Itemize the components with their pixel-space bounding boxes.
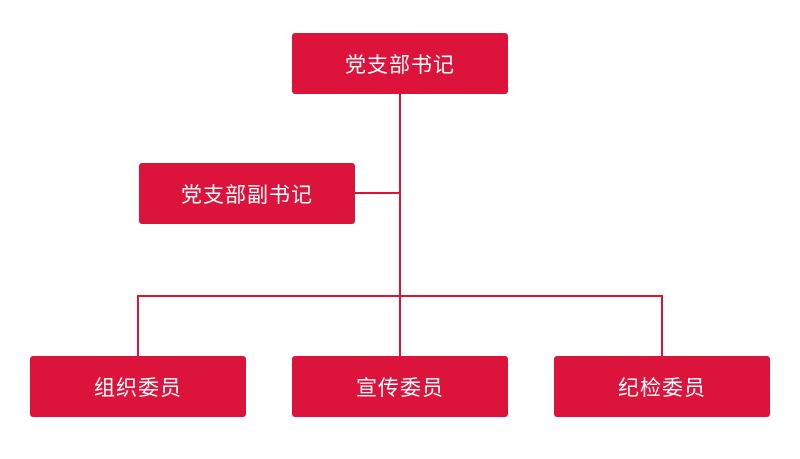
node-secretary: 党支部书记 [292, 33, 508, 94]
node-deputy-secretary-label: 党支部副书记 [181, 182, 313, 207]
node-propaganda-member: 宣传委员 [292, 356, 508, 417]
node-discipline-member: 纪检委员 [554, 356, 770, 417]
connector-organization [137, 295, 139, 356]
connector-trunk [399, 94, 401, 356]
node-secretary-label: 党支部书记 [345, 52, 455, 77]
node-propaganda-member-label: 宣传委员 [356, 375, 444, 400]
node-organization-member-label: 组织委员 [94, 375, 182, 400]
node-discipline-member-label: 纪检委员 [618, 375, 706, 400]
connector-bus [137, 295, 663, 297]
connector-deputy [355, 192, 400, 194]
node-deputy-secretary: 党支部副书记 [139, 163, 355, 224]
node-organization-member: 组织委员 [30, 356, 246, 417]
connector-discipline [661, 295, 663, 356]
